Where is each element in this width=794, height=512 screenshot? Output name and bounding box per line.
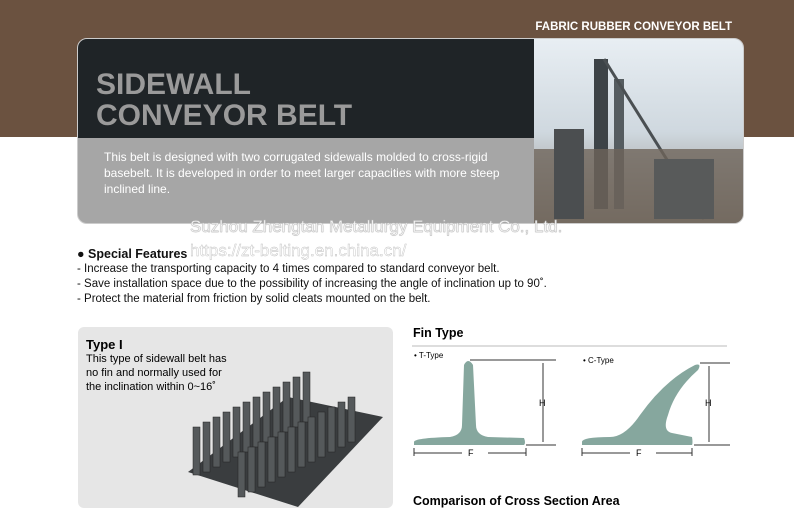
t-type-fin xyxy=(414,361,525,445)
comparison-heading: Comparison of Cross Section Area xyxy=(413,494,620,508)
svg-text:H: H xyxy=(705,398,712,408)
feature-item: - Increase the transporting capacity to … xyxy=(77,263,500,275)
description: This belt is designed with two corrugate… xyxy=(104,150,500,196)
category-label: FABRIC RUBBER CONVEYOR BELT xyxy=(535,21,732,33)
plant-photo xyxy=(534,39,743,223)
fin-type-heading: Fin Type xyxy=(413,326,464,340)
sidewall-belt-image xyxy=(188,371,383,507)
svg-text:H: H xyxy=(539,398,546,408)
c-type-label: • C-Type xyxy=(583,356,614,365)
fin-diagrams: H F H F xyxy=(413,359,730,458)
svg-text:F: F xyxy=(468,448,474,458)
feature-item: - Save installation space due to the pos… xyxy=(77,278,547,290)
type1-panel: Type I This type of sidewall belt has no… xyxy=(78,327,393,508)
special-features: ● Special Features - Increase the transp… xyxy=(77,247,547,305)
feature-item: - Protect the material from friction by … xyxy=(77,293,431,305)
watermark-company: Suzhou Zhengtan Metallurgy Equipment Co.… xyxy=(190,217,563,236)
divider xyxy=(412,345,727,347)
c-type-fin xyxy=(582,364,700,445)
svg-text:F: F xyxy=(636,448,642,458)
watermark-url: https://zt-belting.en.china.cn/ xyxy=(190,241,407,260)
t-type-label: • T-Type xyxy=(414,351,444,360)
